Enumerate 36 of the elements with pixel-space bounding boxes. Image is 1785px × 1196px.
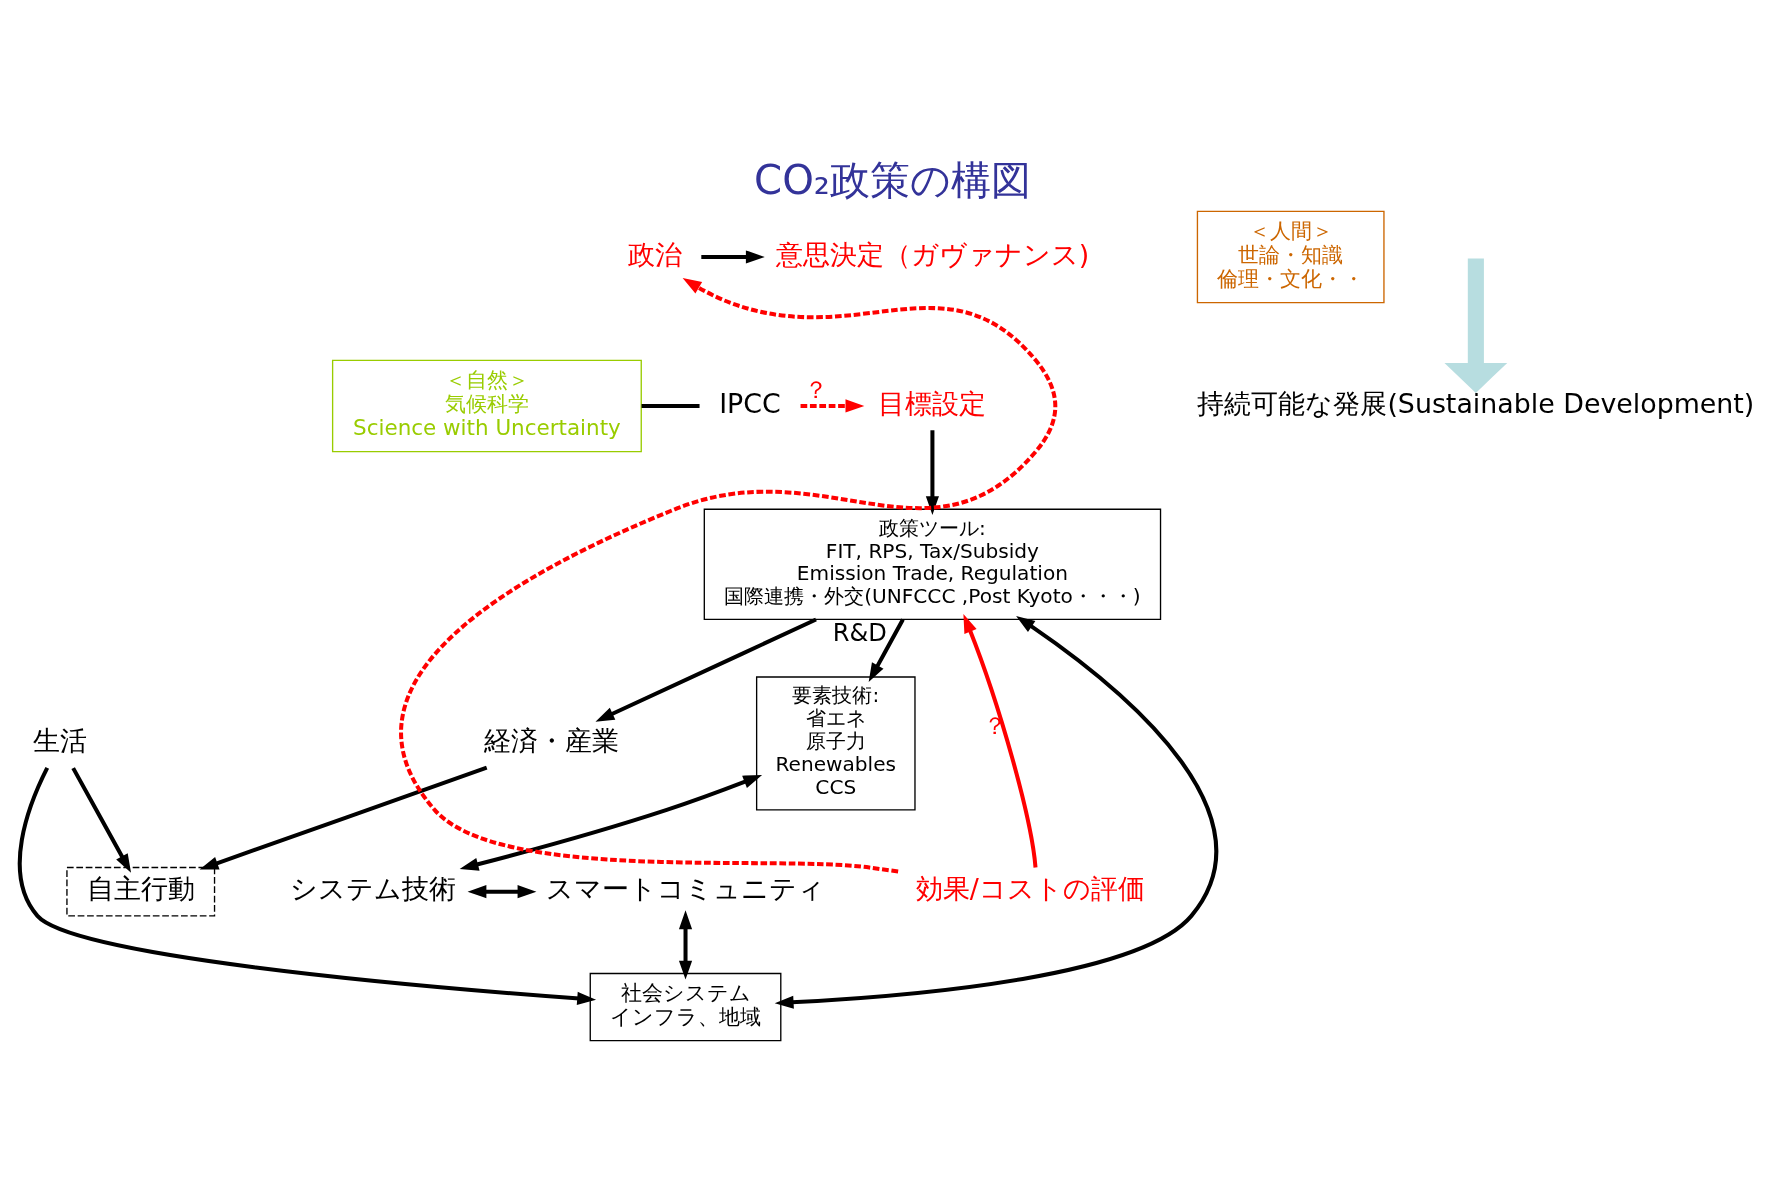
arrow [868, 618, 905, 682]
node-box: 社会システム インフラ、地域 [589, 972, 782, 1041]
arrow [1444, 257, 1508, 393]
node-text: IPCC [719, 387, 781, 419]
edge-label: R&D [832, 618, 887, 647]
edge-label: ？ [804, 375, 829, 404]
arrow [963, 613, 1038, 868]
connector [641, 403, 700, 408]
arrow [774, 615, 1218, 1009]
node-text: 効果/コストの評価 [915, 872, 1145, 904]
arrow [71, 766, 132, 873]
arrow [595, 617, 817, 722]
arrow [467, 884, 537, 898]
node-box: ＜人間＞ 世論・知識 倫理・文化・・ [1196, 210, 1385, 303]
node-box: 自主行動 [66, 866, 216, 916]
node-text: 生活 [33, 724, 88, 756]
node-text: システム技術 [289, 872, 456, 904]
node-box: 政策ツール: FIT, RPS, Tax/Subsidy Emission Trade, Regulation 国際連携・外交(UNFCCC ,Post Kyoto・・・) [703, 508, 1162, 620]
node-text: 目標設定 [878, 387, 987, 419]
arrow [800, 398, 865, 413]
arrow [925, 429, 940, 515]
node-box: ＜自然＞ 気候科学 Science with Uncertainty [331, 359, 642, 452]
arrow [199, 765, 488, 869]
arrow [701, 249, 765, 264]
node-text: スマートコミュニティ [546, 872, 826, 904]
diagram-title: CO₂政策の構図 [754, 156, 1031, 203]
arrow [17, 766, 597, 1005]
edge-label: ？ [982, 711, 1007, 740]
node-text: 持続可能な発展(Sustainable Development) [1197, 387, 1755, 419]
node-text: 意思決定（ガヴァナンス) [775, 238, 1090, 270]
arrow [400, 277, 1058, 873]
arrow [678, 909, 693, 980]
node-text: 政治 [627, 238, 682, 270]
node-text: 経済・産業 [483, 724, 619, 756]
node-box: 要素技術: 省エネ 原子力 Renewables CCS [755, 675, 916, 810]
arrow [459, 774, 763, 871]
